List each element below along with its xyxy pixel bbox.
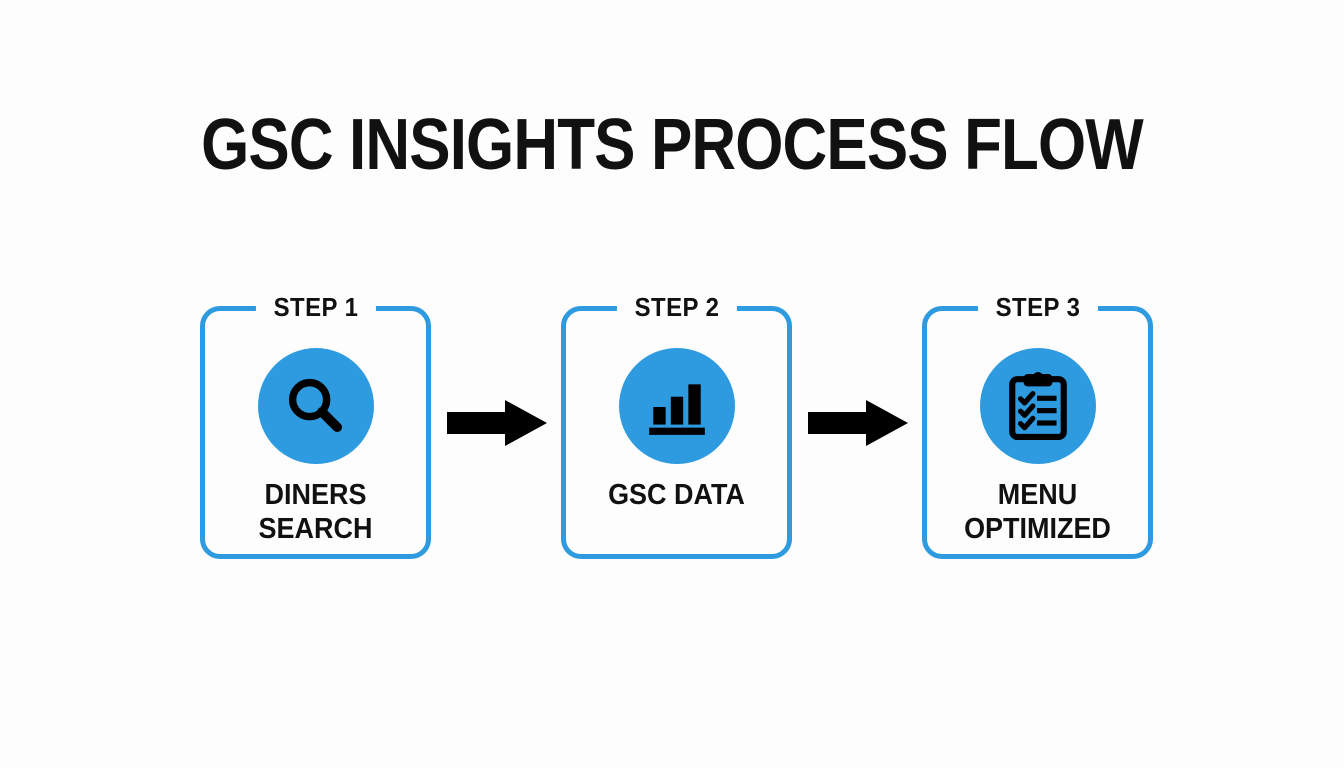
magnifier-icon	[288, 378, 342, 433]
connector-arrow-1	[447, 400, 547, 446]
step-2-badge: STEP 2	[616, 291, 737, 323]
arrow-right-icon	[447, 400, 547, 446]
step-1-icon-circle	[257, 348, 374, 464]
step-3-badge: STEP 3	[977, 291, 1098, 323]
clipboard-checklist-icon	[1008, 372, 1067, 440]
step-card-3[interactable]: STEP 3 MENU OPTIMIZED	[922, 291, 1153, 559]
step-3-icon-circle	[979, 348, 1096, 464]
step-2-label-line-1: GSC DATA	[608, 479, 745, 511]
step-1-label-line-1: DINERS	[264, 479, 367, 511]
step-3-badge-label: STEP 3	[995, 292, 1080, 322]
step-1-label-line-2: SEARCH	[258, 513, 373, 545]
step-2-icon-circle	[618, 348, 735, 464]
step-1-badge-label: STEP 1	[273, 292, 358, 322]
arrow-right-icon	[808, 400, 908, 446]
step-2-badge-label: STEP 2	[634, 292, 719, 322]
step-2-label: GSC DATA	[566, 478, 787, 512]
step-card-1[interactable]: STEP 1 DINERS SEARCH	[200, 291, 431, 559]
step-1-badge: STEP 1	[255, 291, 376, 323]
page-title-text: GSC INSIGHTS PROCESS FLOW	[201, 105, 1144, 185]
page-title: GSC INSIGHTS PROCESS FLOW	[94, 103, 1250, 187]
bar-chart-icon	[648, 384, 705, 435]
process-flow: STEP 1 DINERS SEARCH STEP 2	[0, 290, 1344, 580]
step-3-label-line-1: MENU	[997, 479, 1078, 511]
step-1-label: DINERS SEARCH	[205, 478, 426, 546]
step-3-label: MENU OPTIMIZED	[927, 478, 1148, 546]
connector-arrow-2	[808, 400, 908, 446]
step-3-label-line-2: OPTIMIZED	[964, 513, 1111, 545]
step-card-2[interactable]: STEP 2 GSC DATA	[561, 291, 792, 559]
